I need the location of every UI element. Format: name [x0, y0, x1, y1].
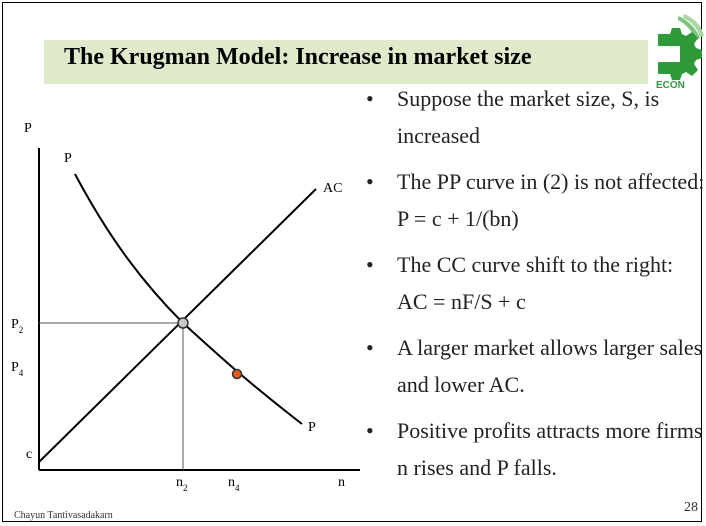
logo-text: ECON	[656, 80, 685, 90]
author-footer: Chayun Tantivasadakarn	[14, 510, 113, 521]
bullet-item: • Suppose the market size, S, is increase…	[366, 80, 706, 154]
bullet-text: Suppose the market size, S, is increased	[397, 86, 660, 148]
p2-label: P2	[11, 317, 23, 335]
page-number: 28	[684, 500, 698, 515]
bullet-text: A larger market allows larger sales and …	[397, 335, 703, 397]
bullet-item: • A larger market allows larger sales and…	[366, 329, 706, 403]
c-label: c	[26, 447, 32, 462]
bullet-text: The PP curve in (2) is not affected: P =…	[397, 169, 705, 231]
bullet-dot: •	[366, 418, 374, 443]
ac-label: AC	[323, 181, 342, 196]
n2-label: n2	[176, 475, 188, 493]
title-bar	[44, 40, 648, 84]
initial-equilibrium-point	[177, 317, 189, 329]
pp-curve	[74, 173, 303, 425]
econ-gear-logo: ECON	[656, 14, 704, 90]
pp-label-bottom: P	[308, 420, 316, 435]
bullet-text: Positive profits attracts more firms n r…	[397, 418, 703, 480]
slide-title: The Krugman Model: Increase in market si…	[64, 44, 532, 70]
n4-label: n4	[228, 475, 240, 493]
bullet-dot: •	[366, 169, 374, 194]
y-axis-label: P	[24, 121, 32, 136]
bullet-item: • The PP curve in (2) is not affected: P …	[366, 163, 706, 237]
bullet-item: • Positive profits attracts more firms n …	[366, 412, 706, 486]
p4-label: P4	[11, 360, 24, 378]
new-equilibrium-point	[231, 368, 243, 380]
bullet-item: • The CC curve shift to the right: AC = n…	[366, 246, 706, 320]
bullet-dot: •	[366, 252, 374, 277]
ac-curve	[38, 188, 317, 463]
bullet-text: The CC curve shift to the right: AC = nF…	[397, 252, 674, 314]
bullet-dot: •	[366, 335, 374, 360]
pp-label-top: P	[64, 151, 72, 166]
bullet-list: • Suppose the market size, S, is increase…	[366, 80, 706, 486]
x-axis-label: n	[338, 475, 345, 490]
bullet-dot: •	[366, 86, 374, 111]
